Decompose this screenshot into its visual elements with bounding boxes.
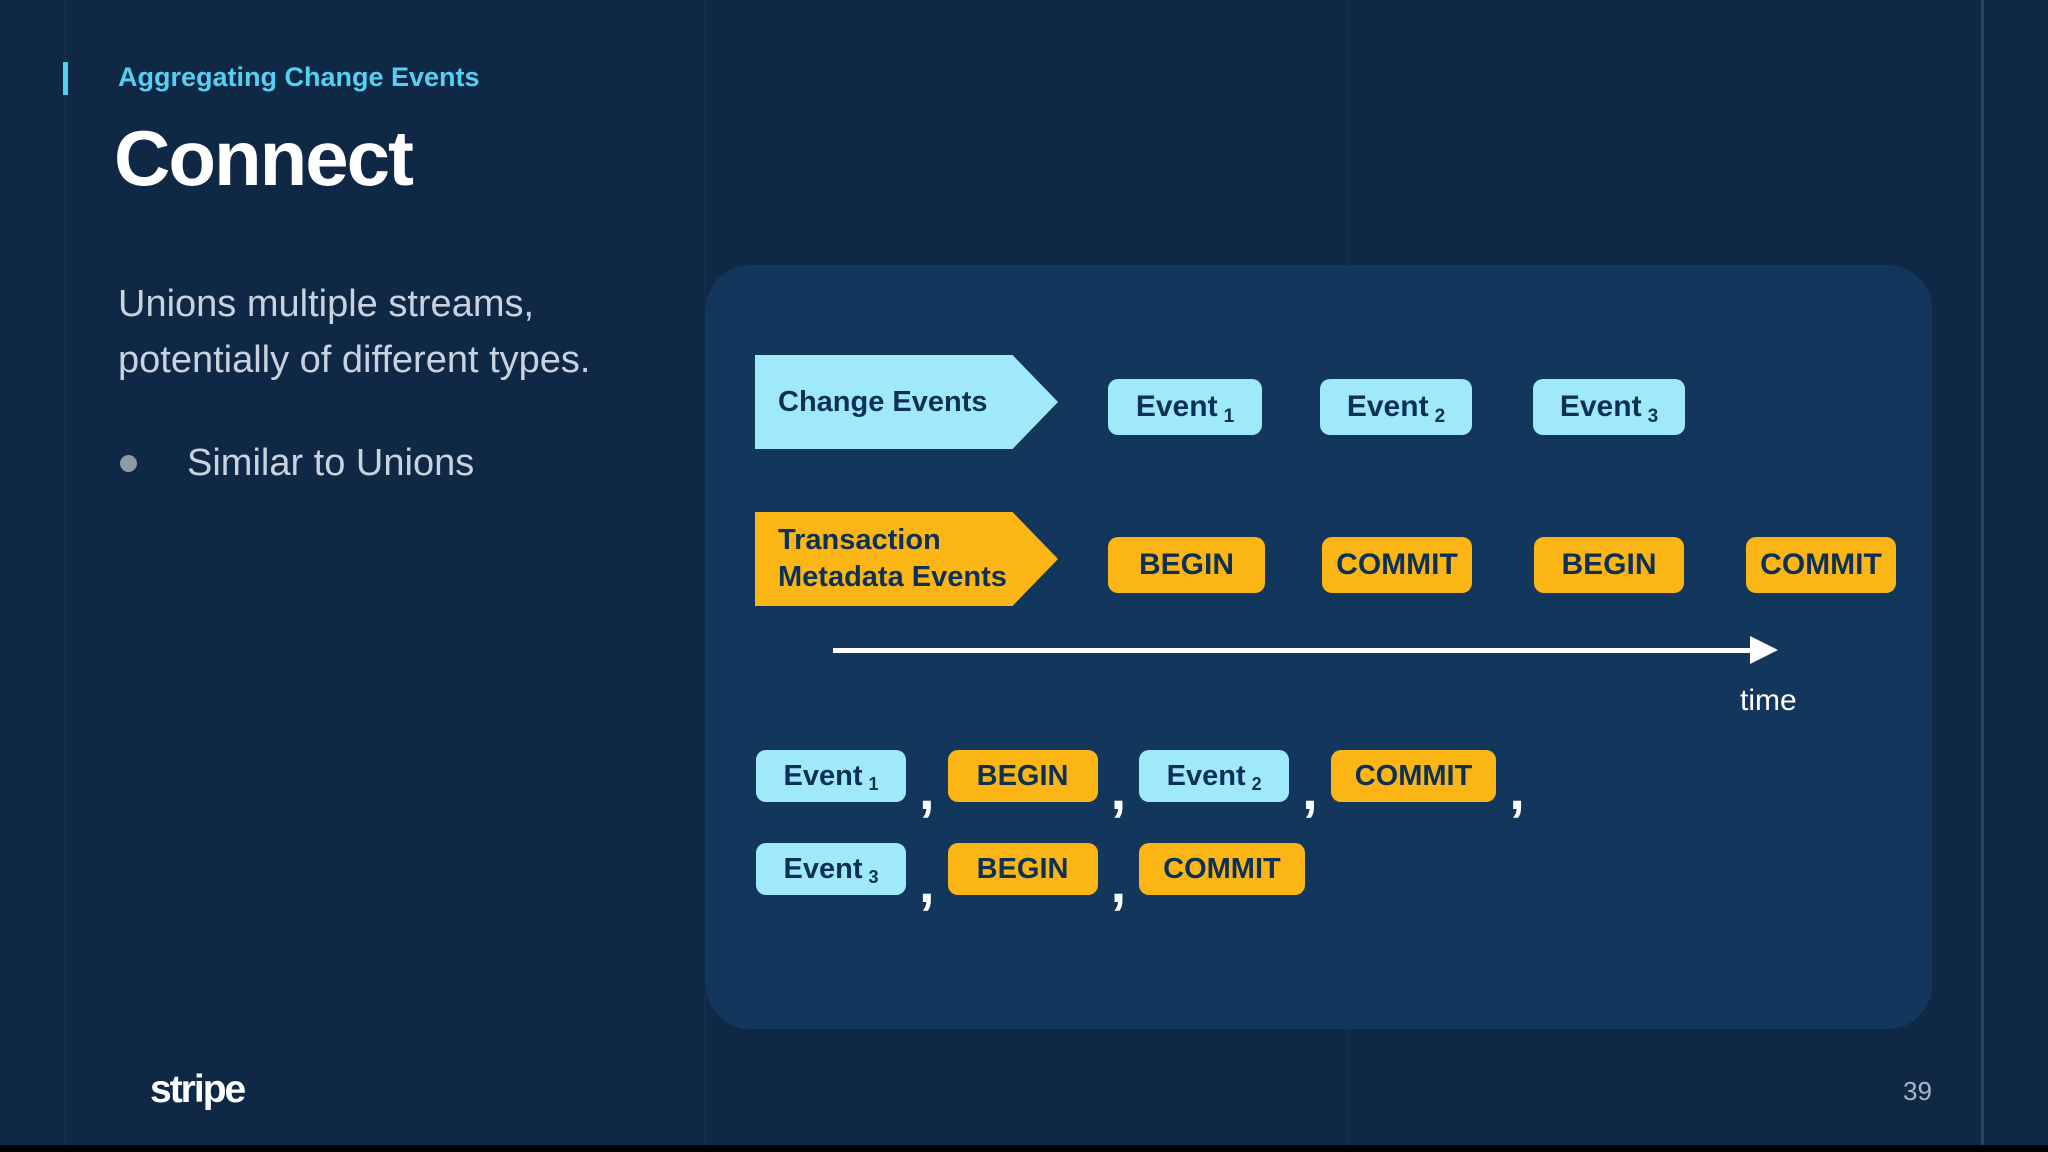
event-label: Event — [783, 852, 863, 885]
event-label: Event — [1559, 390, 1642, 423]
change-event-box-1: Event 1 — [1108, 379, 1262, 435]
separator-comma: , — [1110, 851, 1127, 914]
event-subscript: 1 — [1223, 405, 1235, 427]
txn-label: BEGIN — [976, 759, 1069, 792]
event-label: Event — [1135, 390, 1218, 423]
body-line-2: potentially of different types. — [118, 339, 591, 381]
time-arrowhead-icon — [1750, 636, 1778, 664]
txn-label: COMMIT — [1354, 759, 1473, 792]
seq-box-event-2: Event 2 — [1139, 750, 1290, 802]
txn-event-box-2: COMMIT — [1322, 537, 1472, 593]
txn-label: BEGIN — [976, 852, 1069, 885]
txn-label: COMMIT — [1760, 548, 1882, 581]
event-subscript: 3 — [868, 867, 879, 887]
transaction-metadata-arrow: Transaction Metadata Events — [755, 512, 1058, 606]
seq-box-begin-2: BEGIN — [947, 843, 1098, 895]
time-axis-label: time — [1740, 684, 1797, 717]
merged-sequence-row-2: Event 3 , BEGIN , COMMIT — [756, 843, 1305, 911]
txn-event-box-4: COMMIT — [1746, 537, 1896, 593]
event-label: Event — [783, 759, 863, 792]
separator-comma: , — [1302, 758, 1318, 821]
slide-title: Connect — [114, 114, 414, 202]
separator-comma: , — [1509, 758, 1525, 821]
seq-box-commit-1: COMMIT — [1330, 750, 1497, 802]
layout-guide-line — [705, 0, 706, 1145]
section-eyebrow: Aggregating Change Events — [118, 62, 480, 92]
change-events-arrow: Change Events — [755, 355, 1058, 449]
txn-label: BEGIN — [1561, 548, 1657, 581]
separator-comma: , — [1110, 758, 1127, 821]
txn-label: COMMIT — [1336, 548, 1458, 581]
seq-box-commit-2: COMMIT — [1139, 843, 1305, 895]
slide-body-text: Unions multiple streams, potentially of … — [118, 276, 590, 388]
event-subscript: 3 — [1647, 405, 1659, 427]
txn-arrow-label-line1: Transaction — [778, 524, 941, 556]
change-events-arrow-label: Change Events — [778, 385, 988, 418]
layout-guide-line — [65, 0, 66, 1145]
txn-event-box-3: BEGIN — [1534, 537, 1684, 593]
body-line-1: Unions multiple streams, — [118, 283, 535, 325]
merged-sequence-row-1: Event 1 , BEGIN , Event 2 , COMMIT , — [756, 750, 1538, 818]
eyebrow-accent-bar — [63, 62, 68, 95]
txn-arrow-label-line2: Metadata Events — [778, 561, 1007, 593]
seq-box-event-3: Event 3 — [756, 843, 906, 895]
separator-comma: , — [919, 758, 935, 821]
time-axis-line — [833, 648, 1752, 653]
txn-event-box-1: BEGIN — [1108, 537, 1265, 593]
event-label: Event — [1166, 759, 1246, 792]
layout-guide-line — [1981, 0, 1984, 1145]
bottom-letterbox-bar — [0, 1145, 2048, 1152]
txn-label: BEGIN — [1138, 548, 1234, 581]
stripe-logo: stripe — [150, 1068, 246, 1111]
seq-box-begin-1: BEGIN — [947, 750, 1098, 802]
change-event-box-2: Event 2 — [1320, 379, 1472, 435]
event-label: Event — [1346, 390, 1429, 423]
page-number: 39 — [1903, 1076, 1932, 1106]
seq-box-event-1: Event 1 — [756, 750, 906, 802]
event-subscript: 1 — [868, 774, 879, 794]
bullet-item: Similar to Unions — [120, 442, 474, 485]
separator-comma: , — [919, 851, 935, 914]
bullet-label: Similar to Unions — [187, 442, 475, 484]
txn-label: COMMIT — [1163, 852, 1281, 885]
change-event-box-3: Event 3 — [1533, 379, 1685, 435]
bullet-dot-icon — [120, 455, 137, 472]
event-subscript: 2 — [1251, 774, 1262, 794]
event-subscript: 2 — [1434, 405, 1446, 427]
